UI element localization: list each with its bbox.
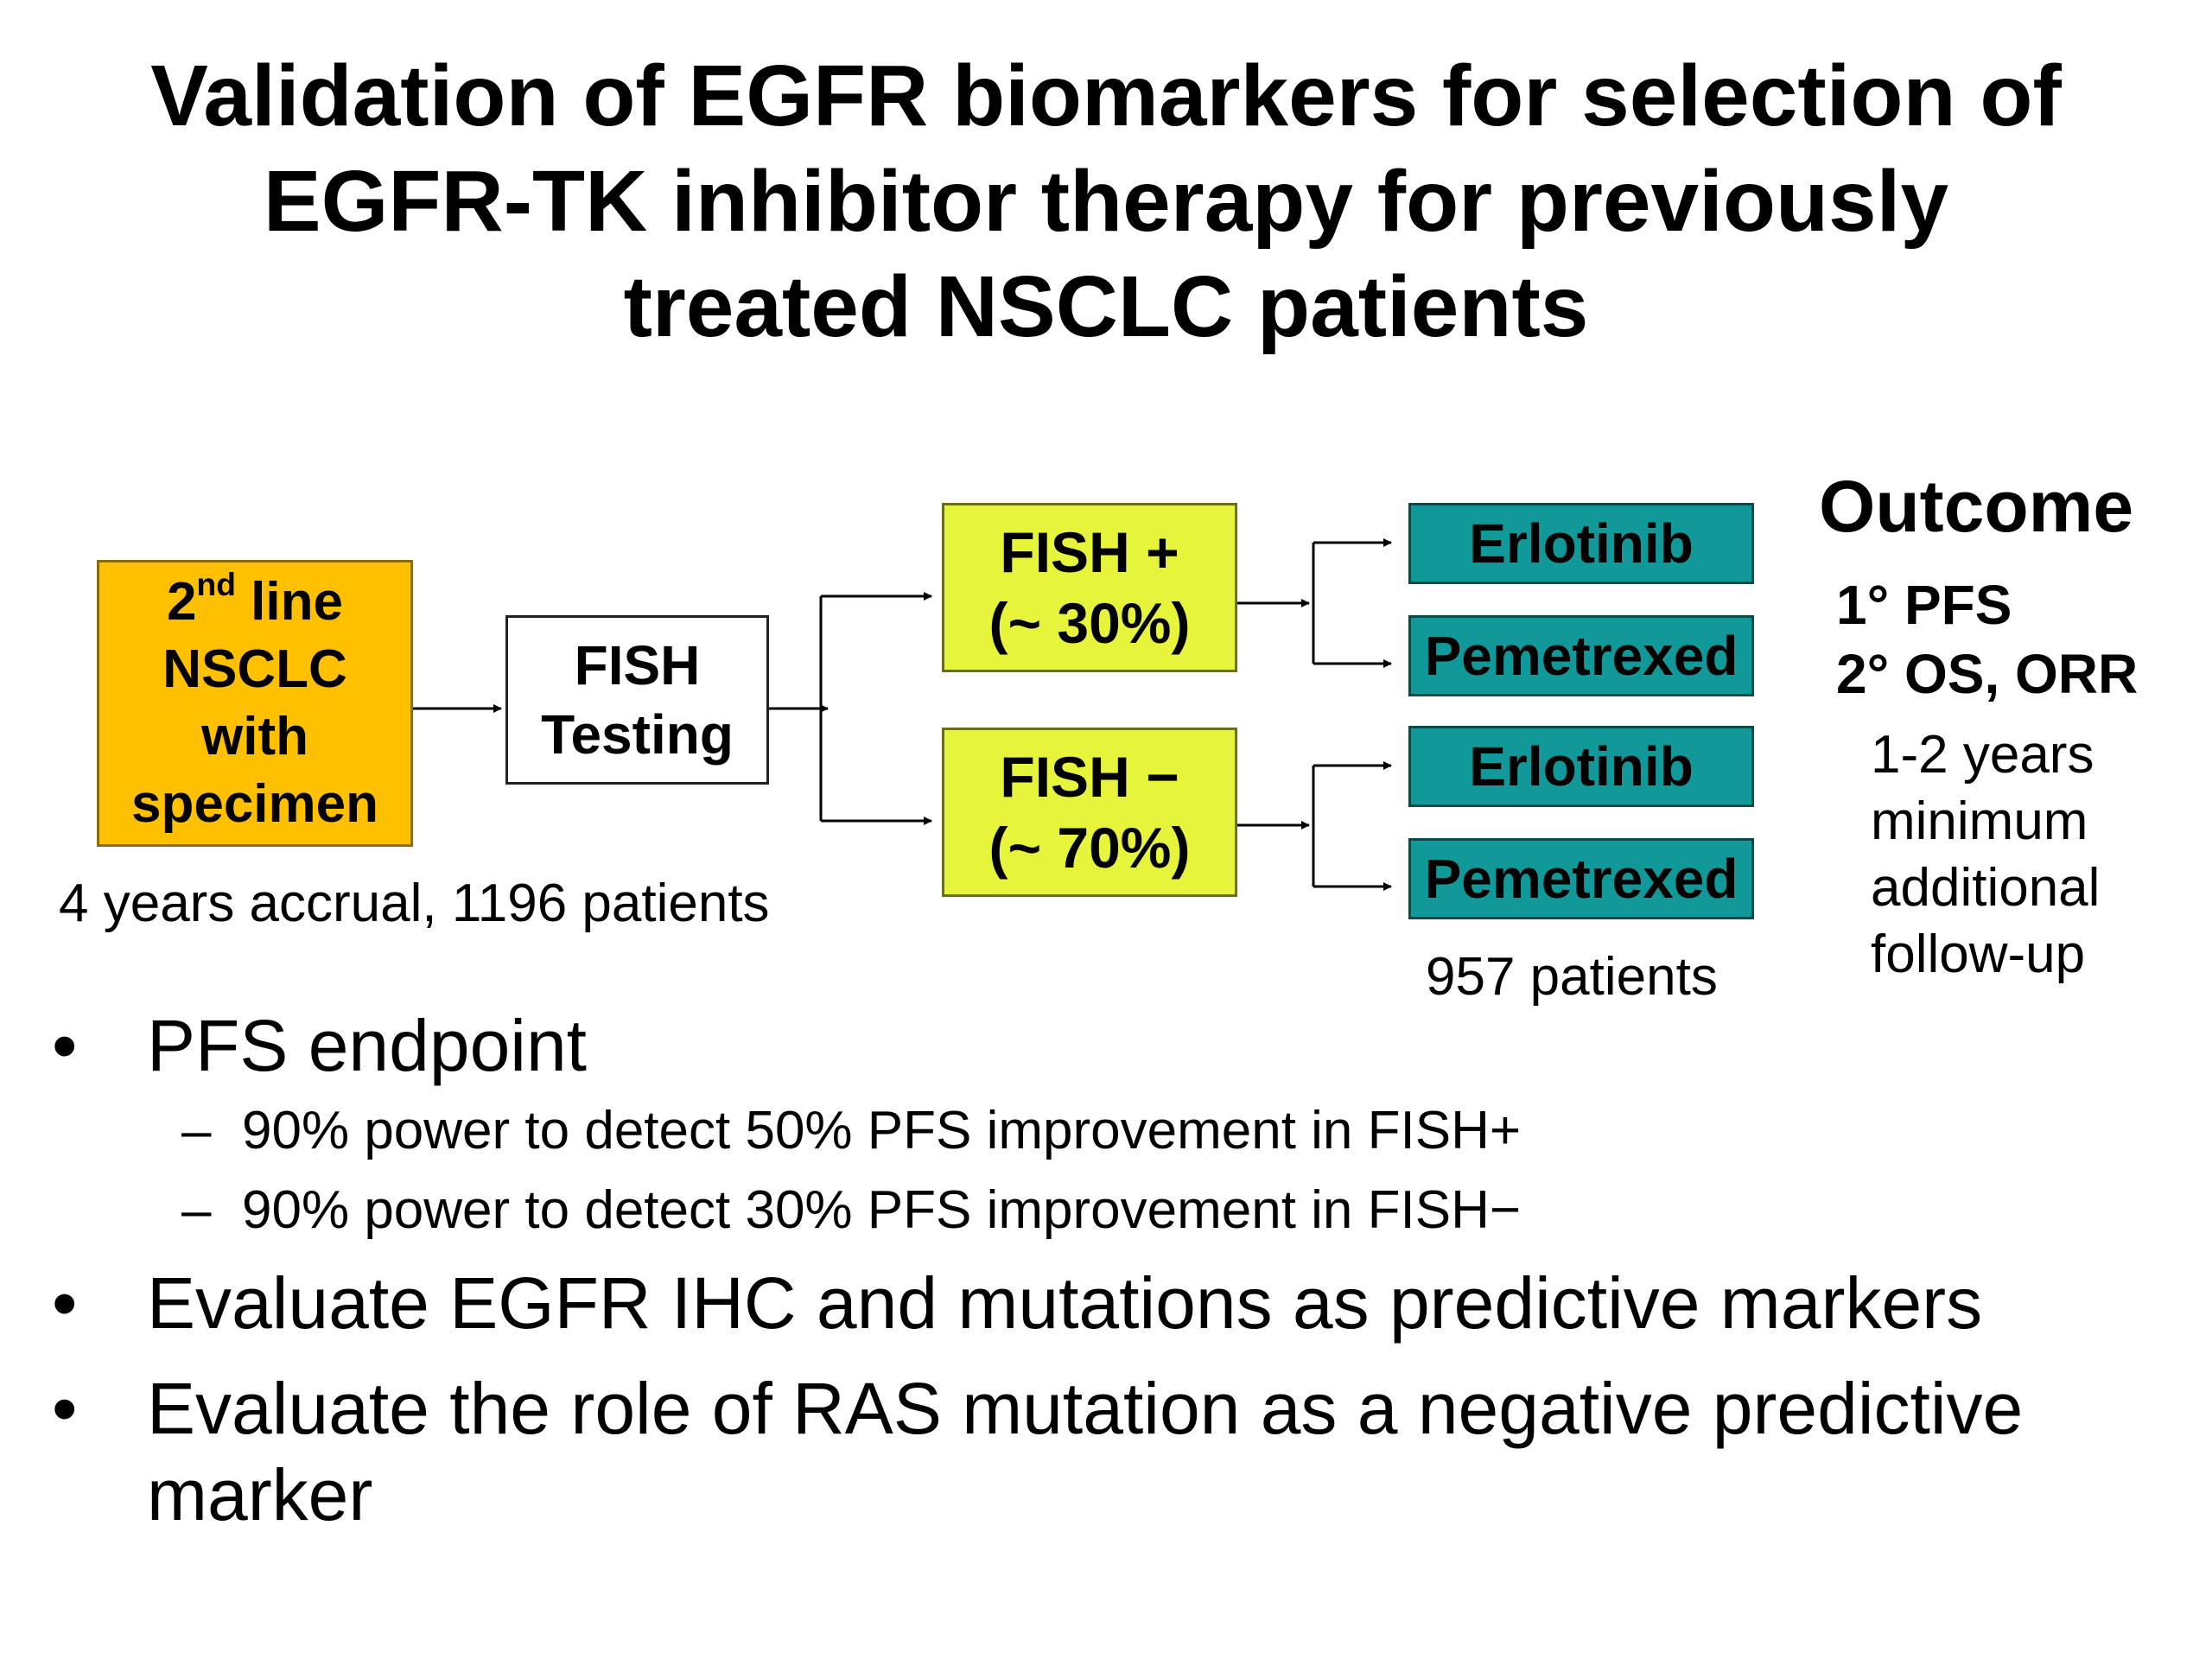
arm-erlotinib-fish-neg: Erlotinib — [1408, 726, 1754, 807]
outcome-primary: 1° PFS — [1836, 574, 2012, 636]
sub-bullet-text: 90% power to detect 30% PFS improvement … — [242, 1180, 1522, 1240]
arm-erlotinib-fish-pos: Erlotinib — [1408, 503, 1754, 584]
start-box-line-4: specimen — [130, 774, 379, 834]
ordinal-rest: line — [235, 572, 343, 632]
dash-marker: – — [181, 1101, 212, 1160]
sub-bullet-text: 90% power to detect 50% PFS improvement … — [242, 1101, 1522, 1160]
bullet-marker: • — [52, 1368, 78, 1449]
bullet-marker: • — [52, 1262, 78, 1344]
patients-caption: 957 patients — [1426, 947, 1718, 1007]
fish-negative-line-1: FISH − — [1000, 745, 1179, 809]
arm-pemetrexed-fish-pos: Pemetrexed — [1408, 615, 1754, 696]
bullet-pfs-endpoint: • PFS endpoint — [52, 1002, 2177, 1089]
title-line-3: treated NSCLC patients — [623, 258, 1589, 355]
start-box-line-3: with — [201, 707, 308, 766]
followup-line-4: follow-up — [1871, 925, 2086, 984]
ordinal-suffix: nd — [196, 566, 236, 603]
fish-positive-box: FISH + (~ 30%) — [942, 503, 1237, 672]
start-box-line-2: NSCLC — [162, 639, 347, 699]
fish-positive-line-2: (~ 30%) — [988, 591, 1191, 655]
fish-testing-line-1: FISH — [574, 634, 701, 696]
sub-bullet-2: – 90% power to detect 30% PFS improvemen… — [52, 1177, 2177, 1244]
followup-line-2: minimum — [1871, 791, 2088, 851]
fish-testing-line-2: Testing — [541, 703, 734, 766]
title-line-2: EGFR-TK inhibitor therapy for previously — [263, 153, 1949, 250]
ordinal-number: 2 — [167, 572, 197, 632]
bullet-list: • PFS endpoint – 90% power to detect 50%… — [52, 1002, 2177, 1538]
bullet-text: Evaluate EGFR IHC and mutations as predi… — [147, 1262, 1983, 1344]
fish-testing-box: FISH Testing — [505, 615, 769, 785]
slide-title: Validation of EGFR biomarkers for select… — [0, 43, 2212, 359]
fish-negative-line-2: (~ 70%) — [988, 816, 1191, 880]
bullet-text: Evaluate the role of RAS mutation as a n… — [147, 1368, 2024, 1535]
bullet-ras-mutation: • Evaluate the role of RAS mutation as a… — [52, 1365, 2177, 1538]
dash-marker: – — [181, 1180, 212, 1240]
start-box-line-1: 2nd line — [167, 569, 343, 636]
sub-bullet-1: – 90% power to detect 50% PFS improvemen… — [52, 1097, 2177, 1165]
outcome-heading: Outcome — [1819, 466, 2134, 547]
outcome-followup: 1-2 years minimum additional follow-up — [1871, 721, 2100, 988]
start-box-2nd-line-nsclc: 2nd line NSCLC with specimen — [97, 560, 413, 847]
bullet-egfr-ihc: • Evaluate EGFR IHC and mutations as pre… — [52, 1260, 2177, 1346]
fish-positive-line-1: FISH + — [1000, 520, 1179, 584]
followup-line-1: 1-2 years — [1871, 725, 2094, 785]
followup-line-3: additional — [1871, 858, 2101, 918]
arm-pemetrexed-fish-neg: Pemetrexed — [1408, 838, 1754, 919]
accrual-caption: 4 years accrual, 1196 patients — [59, 874, 770, 933]
bullet-text: PFS endpoint — [147, 1005, 588, 1086]
title-line-1: Validation of EGFR biomarkers for select… — [150, 48, 2062, 144]
fish-negative-box: FISH − (~ 70%) — [942, 728, 1237, 897]
bullet-marker: • — [52, 1005, 78, 1086]
outcome-secondary: 2° OS, ORR — [1836, 643, 2139, 705]
